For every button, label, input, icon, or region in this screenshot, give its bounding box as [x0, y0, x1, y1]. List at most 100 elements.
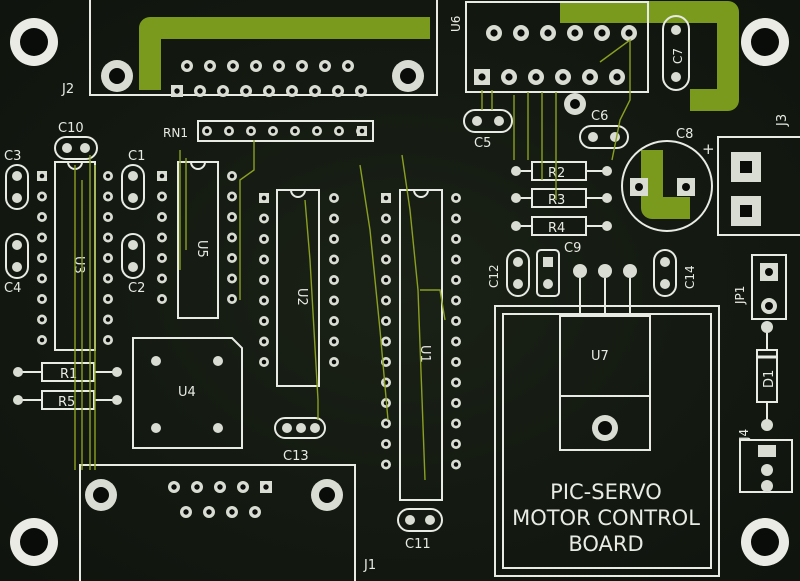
- label-c2: C2: [128, 281, 145, 296]
- label-c14: C14: [683, 265, 697, 289]
- capacitor-c10: C10: [54, 121, 98, 160]
- pad: [37, 253, 47, 263]
- label-u5: U5: [194, 240, 209, 258]
- pad: [451, 357, 461, 367]
- pad: [381, 418, 391, 429]
- pad: [381, 377, 391, 388]
- ic-u5: U5: [157, 161, 237, 319]
- pad: [157, 232, 167, 243]
- label-c13: C13: [283, 449, 309, 464]
- pad: [237, 481, 249, 493]
- capacitor-c7: C7: [662, 15, 690, 91]
- pad: [227, 191, 237, 202]
- pad: [103, 335, 113, 345]
- board-title-line-2: MOTOR CONTROL: [512, 506, 700, 530]
- pad: [103, 171, 113, 181]
- label-c5: C5: [474, 136, 491, 151]
- label-r1: R1: [60, 367, 77, 382]
- pad: [259, 213, 269, 224]
- pad: [513, 25, 529, 41]
- pad: [227, 60, 239, 72]
- label-c10: C10: [58, 121, 84, 136]
- pad: [528, 69, 544, 85]
- ic-u2: U2: [259, 189, 339, 387]
- label-j1: J1: [363, 558, 376, 573]
- pad: [181, 60, 193, 72]
- pad: [286, 85, 298, 97]
- pad: [334, 126, 344, 136]
- connector-j4: J4: [737, 429, 793, 493]
- pad: [202, 126, 212, 136]
- pad: [451, 316, 461, 326]
- pad: [227, 171, 237, 181]
- pad: [609, 69, 625, 85]
- label-rn1: RN1: [163, 126, 188, 140]
- pad: [381, 193, 391, 203]
- pad: [451, 254, 461, 265]
- connector-j1: J1: [79, 464, 376, 581]
- pad: [260, 481, 272, 493]
- pad: [214, 481, 226, 493]
- pad: [37, 232, 47, 243]
- capacitor-c4: C4: [4, 233, 29, 296]
- pad: [540, 25, 556, 41]
- board-title-line-3: BOARD: [568, 532, 643, 556]
- pad: [329, 193, 339, 203]
- pad: [451, 418, 461, 429]
- c8-trace: [641, 150, 690, 219]
- pad: [259, 234, 269, 244]
- pad: [103, 273, 113, 284]
- capacitor-c1: C1: [121, 149, 145, 210]
- pad: [381, 316, 391, 326]
- label-c8-plus: +: [702, 140, 715, 158]
- pad: [259, 295, 269, 306]
- capacitor-c2: C2: [121, 233, 145, 296]
- label-u3: U3: [71, 256, 86, 274]
- pad: [191, 481, 203, 493]
- pad: [157, 273, 167, 284]
- capacitor-c8: C8 +: [621, 127, 715, 232]
- pad: [329, 336, 339, 347]
- pad: [103, 314, 113, 325]
- pad: [332, 85, 344, 97]
- pad: [329, 234, 339, 244]
- pad: [594, 25, 610, 41]
- pad: [103, 212, 113, 222]
- resistor-r5: R5: [13, 390, 122, 410]
- capacitor-c3: C3: [4, 149, 29, 210]
- pad: [227, 273, 237, 284]
- pad: [259, 357, 269, 367]
- capacitor-c14: C14: [653, 249, 697, 297]
- pad: [37, 191, 47, 202]
- pad: [204, 60, 216, 72]
- pad: [203, 506, 215, 518]
- pad: [486, 25, 502, 41]
- pad: [329, 357, 339, 367]
- pad: [168, 481, 180, 493]
- pad: [194, 85, 206, 97]
- pad: [329, 295, 339, 306]
- capacitor-c5: C5: [463, 109, 513, 151]
- pad: [227, 212, 237, 222]
- capacitor-c13: C13: [274, 417, 326, 464]
- pad: [451, 193, 461, 203]
- connector-j3: J3: [717, 114, 800, 236]
- pad: [217, 85, 229, 97]
- pad: [357, 126, 367, 136]
- label-j2: J2: [61, 82, 74, 97]
- pad: [224, 126, 234, 136]
- regulator-u7: U7: [494, 264, 720, 577]
- label-c1: C1: [128, 149, 145, 164]
- pad: [157, 294, 167, 304]
- label-c6: C6: [591, 109, 608, 124]
- pad: [103, 191, 113, 202]
- pad: [227, 253, 237, 263]
- pad: [157, 212, 167, 222]
- pad: [501, 69, 517, 85]
- pad: [451, 398, 461, 408]
- pad: [263, 85, 275, 97]
- pad: [180, 506, 192, 518]
- pad: [381, 459, 391, 470]
- pad: [240, 85, 252, 97]
